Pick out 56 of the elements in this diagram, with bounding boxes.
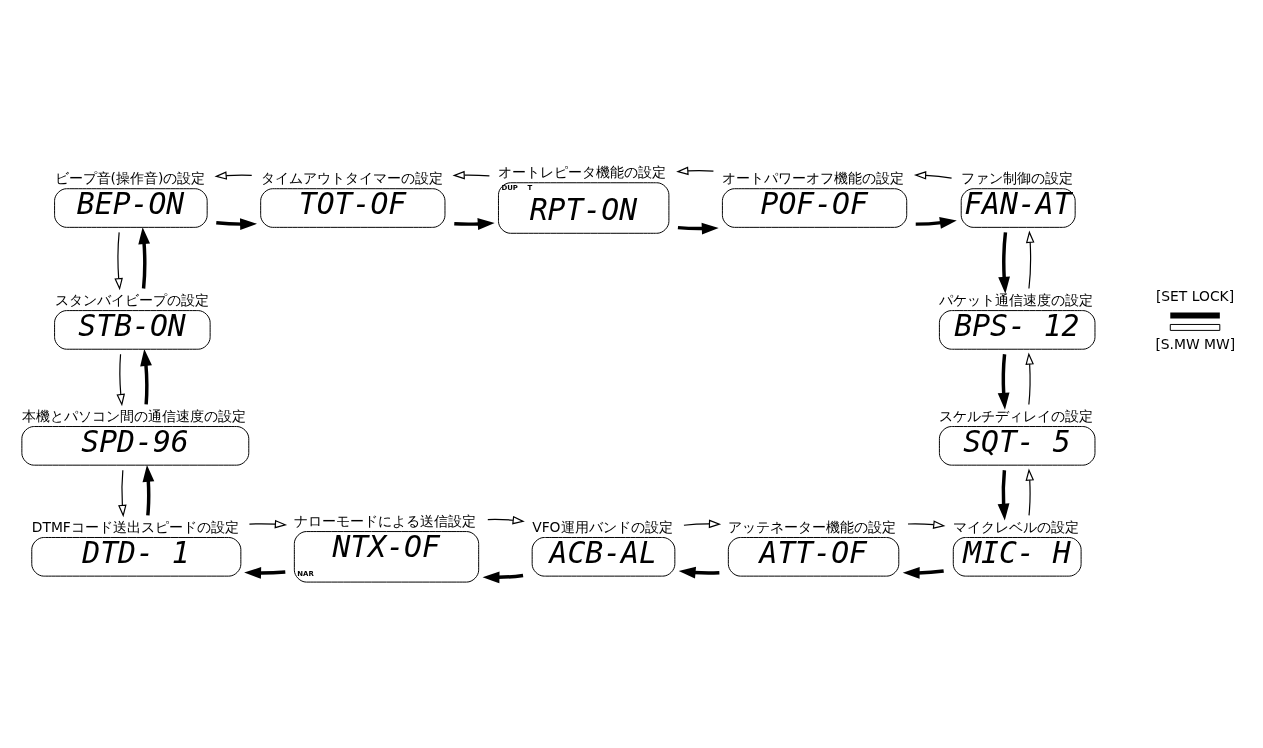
node-box: SPD-96 — [21, 426, 250, 466]
arrow — [997, 354, 1010, 410]
arrow — [1025, 468, 1035, 516]
node-box: POF-OF — [721, 188, 908, 228]
arrow — [216, 218, 257, 231]
node-label: スケルチディレイの設定 — [939, 407, 1094, 424]
legend-label: [SET LOCK] — [1155, 287, 1235, 304]
arrow — [915, 216, 957, 229]
node-box: ACB-AL — [531, 537, 676, 577]
arrow — [676, 166, 714, 176]
node-label: VFO運用バンドの設定 — [532, 518, 673, 535]
arrow — [248, 519, 288, 529]
node-box: DTD- 1 — [31, 537, 242, 577]
node-box: ATT-OF — [727, 537, 900, 577]
node-label: オートレピータ機能の設定 — [498, 164, 667, 181]
arrow — [142, 464, 155, 516]
arrow — [487, 515, 525, 525]
arrow — [138, 227, 151, 289]
arrow — [997, 470, 1010, 521]
node-box: TOT-OF — [260, 188, 446, 228]
arrow — [114, 231, 123, 291]
arrow — [677, 222, 719, 235]
arrow — [140, 349, 152, 405]
arrow — [678, 566, 720, 579]
arrow — [452, 170, 490, 180]
node-label: ビープ音(操作音)の設定 — [54, 169, 206, 186]
node-box: BPS- 12 — [938, 310, 1096, 350]
node-label: タイムアウトタイマーの設定 — [260, 169, 443, 186]
legend-label: [S.MW MW] — [1155, 336, 1236, 353]
node-label: マイクレベルの設定 — [953, 518, 1080, 535]
node-box: MIC- H — [952, 537, 1082, 577]
arrow — [454, 218, 495, 230]
arrow — [1025, 230, 1035, 290]
node-label: パケット通信速度の設定 — [939, 291, 1094, 308]
node-label: ファン制御の設定 — [961, 169, 1074, 186]
arrow — [118, 469, 127, 518]
arrow — [1025, 352, 1034, 406]
arrow — [907, 520, 946, 529]
arrow — [482, 571, 524, 584]
arrow — [683, 519, 722, 529]
node-box: FAN-AT — [960, 188, 1076, 228]
node-box: SQT- 5 — [938, 426, 1096, 466]
arrow — [913, 171, 953, 180]
node-label: オートパワーオフ機能の設定 — [722, 169, 905, 186]
node-label: DTMFコード送出スピードの設定 — [31, 518, 239, 535]
node-label: アッテネーター機能の設定 — [728, 518, 897, 535]
node-label: スタンバイビープの設定 — [54, 291, 209, 308]
node-box: BEP-ON — [54, 188, 208, 228]
arrow — [902, 567, 944, 579]
arrow — [244, 567, 286, 579]
arrow — [116, 353, 125, 407]
node-label: 本機とパソコン間の通信速度の設定 — [21, 407, 246, 424]
node-label: ナローモードによる送信設定 — [294, 512, 477, 529]
arrow — [214, 171, 253, 180]
node-box: STB-ON — [54, 310, 211, 350]
arrow — [998, 232, 1010, 294]
